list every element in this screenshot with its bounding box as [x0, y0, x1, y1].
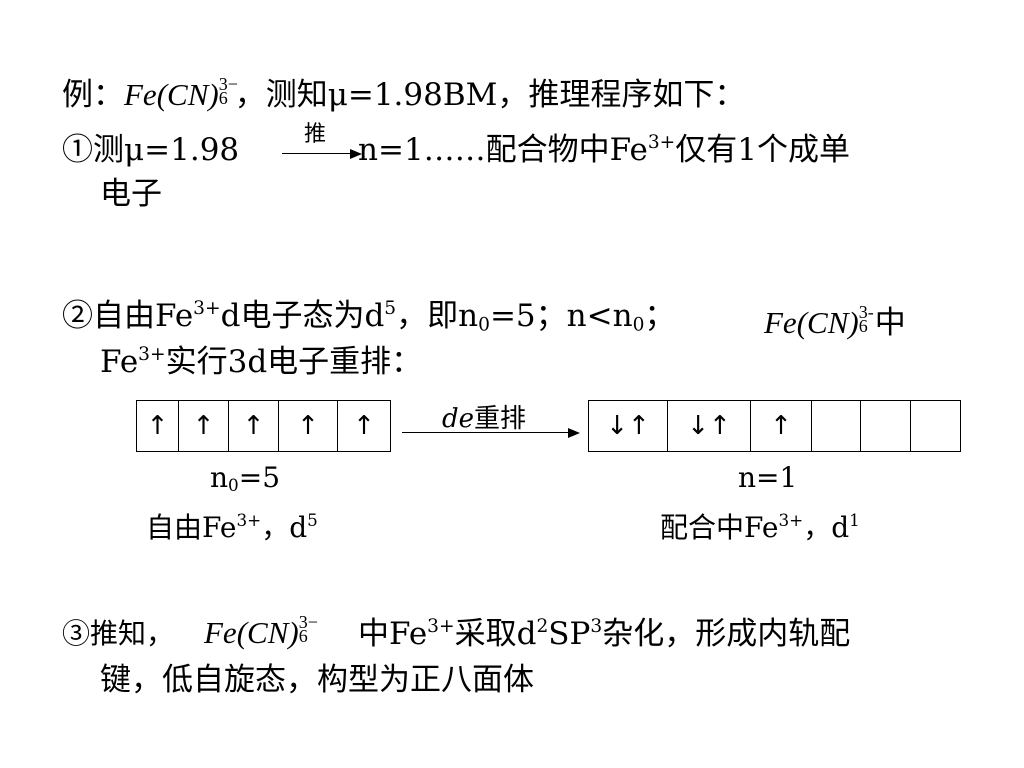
- complex-formula: Fe(CN)3-6: [764, 301, 874, 340]
- complex-orbitals: ↓↑ ↓↑ ↑: [588, 400, 961, 452]
- orbital-box: ↓↑: [589, 400, 668, 452]
- complex-formula: Fe(CN)3−6: [124, 74, 238, 113]
- infer-arrow-label: 推: [304, 122, 327, 147]
- complex-caption: 配合中Fe3+，d1: [660, 510, 860, 544]
- orbital-box: [812, 400, 861, 452]
- formula-charge: 3−: [218, 73, 238, 94]
- step2-cont: Fe3+实行3d电子重排：: [100, 343, 423, 380]
- orbital-box: ↑: [338, 400, 391, 452]
- complex-formula: Fe(CN)3−6: [204, 611, 318, 650]
- rearrange-arrow-label: de重排: [442, 404, 527, 434]
- orbital-box: ↑: [179, 400, 229, 452]
- intro-text: ，测知μ=1.98BM，推理程序如下：: [234, 77, 746, 113]
- orbital-box: ↑: [137, 400, 179, 452]
- rearrange-arrow-head: [568, 428, 580, 438]
- step3-formula-wrap: Fe(CN)3−6: [204, 611, 318, 651]
- complex-n-label: n=1: [738, 461, 798, 494]
- orbital-box: ↑: [229, 400, 279, 452]
- step3-line: 中Fe3+采取d2SP3杂化，形成内轨配: [358, 615, 851, 652]
- orbital-box: [911, 400, 961, 452]
- orbital-box: ↑: [279, 400, 338, 452]
- infer-arrow-head: [350, 149, 362, 159]
- intro-line: 例：Fe(CN)3−6，测知μ=1.98BM，推理程序如下：: [62, 74, 745, 113]
- formula-count: 6: [218, 88, 228, 109]
- free-ion-orbitals: ↑ ↑ ↑ ↑ ↑: [136, 400, 391, 452]
- orbital-box: [861, 400, 911, 452]
- free-ion-caption: 自由Fe3+，d5: [146, 510, 318, 544]
- formula-main: Fe(CN): [124, 77, 219, 112]
- step3-prefix: ③推知，: [62, 617, 175, 650]
- step1-cont: 电子: [100, 176, 162, 212]
- step2-line: ②自由Fe3+d电子态为d5，即n0=5；n<n0；: [62, 297, 676, 336]
- orbital-box: ↑: [751, 400, 812, 452]
- rearrange-arrow: [402, 432, 572, 433]
- intro-prefix: 例：: [62, 77, 124, 113]
- free-ion-n-label: n0=5: [210, 461, 281, 496]
- step1-result: n=1……配合物中Fe3+仅有1个成单: [358, 131, 850, 168]
- orbital-box: ↓↑: [668, 400, 751, 452]
- step3-cont: 键，低自旋态，构型为正八面体: [100, 662, 534, 698]
- infer-arrow: [282, 153, 354, 154]
- step1-num: ①测μ=1.98: [62, 132, 240, 168]
